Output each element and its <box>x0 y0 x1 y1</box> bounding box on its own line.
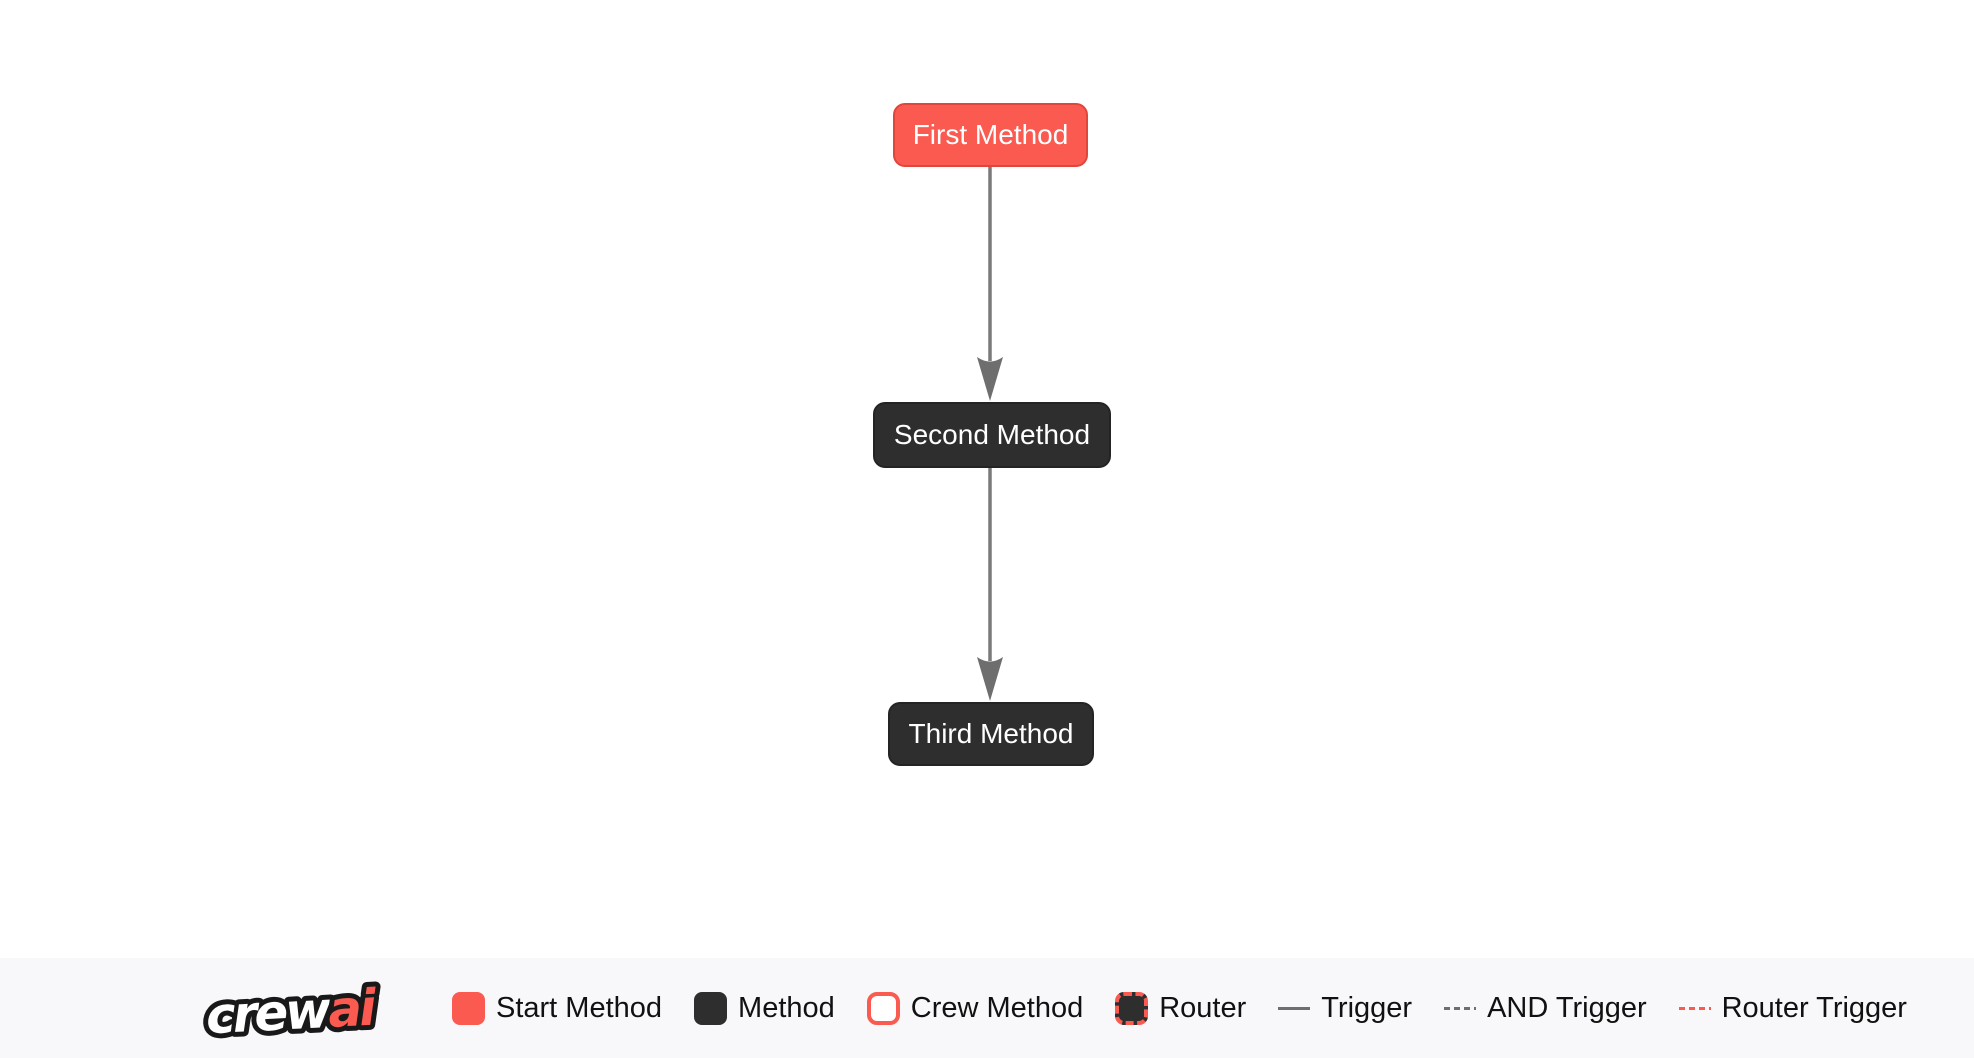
legend-item-router: Router <box>1115 991 1247 1025</box>
arrowhead-icon <box>977 357 1003 401</box>
crew-method-swatch-icon <box>866 991 900 1025</box>
trigger-line-icon <box>1278 1006 1311 1010</box>
legend-item-start-method: Start Method <box>452 991 663 1025</box>
legend-label: Router Trigger <box>1721 991 1907 1024</box>
legend-item-method: Method <box>694 991 835 1025</box>
router-trigger-line-icon <box>1678 1006 1711 1010</box>
arrowhead-icon <box>977 657 1003 701</box>
legend-item-trigger: Trigger <box>1278 992 1412 1025</box>
legend-item-crew-method: Crew Method <box>866 991 1084 1025</box>
legend-item-and-trigger: AND Trigger <box>1444 992 1647 1025</box>
legend-label: Crew Method <box>910 991 1084 1024</box>
legend-item-router-trigger: Router Trigger <box>1678 991 1907 1025</box>
legend-label: AND Trigger <box>1487 991 1647 1024</box>
node-first-method[interactable]: First Method <box>893 103 1088 167</box>
legend-label: Start Method <box>496 991 663 1024</box>
start-method-swatch-icon <box>452 991 485 1025</box>
legend-label: Router <box>1159 991 1247 1024</box>
node-second-method[interactable]: Second Method <box>873 402 1111 468</box>
edge-first-to-second <box>977 167 1003 401</box>
edge-second-to-third <box>977 468 1003 701</box>
legend-label: Method <box>738 991 835 1024</box>
node-third-method[interactable]: Third Method <box>888 702 1094 766</box>
and-trigger-line-icon <box>1444 1006 1477 1010</box>
legend-bar: crewai Start Method Method Crew Method R… <box>0 958 1974 1058</box>
legend-label: Trigger <box>1321 991 1413 1024</box>
method-swatch-icon <box>694 991 728 1025</box>
flow-canvas[interactable]: First Method Second Method Third Method <box>0 0 1974 958</box>
flow-edges <box>977 167 1003 701</box>
crewai-logo-text: crewai <box>205 978 379 1045</box>
router-swatch-icon <box>1115 991 1149 1025</box>
logo-ai-text: ai <box>327 978 379 1038</box>
logo-crew-text: crew <box>205 981 334 1046</box>
crewai-logo: crewai <box>200 973 383 1048</box>
